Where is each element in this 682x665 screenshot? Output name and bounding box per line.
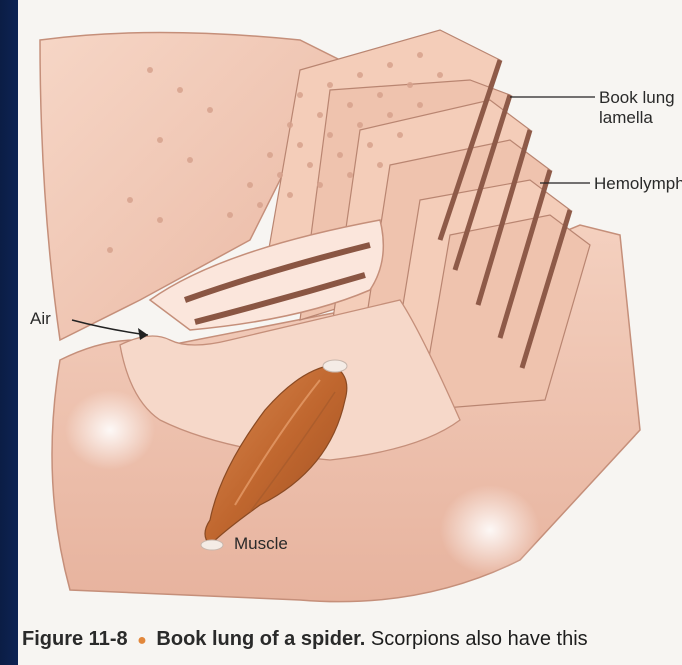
caption-text: Scorpions also have this [371,628,588,650]
caption-figure-number: Figure 11-8 [22,628,128,650]
figure-caption: Figure 11-8 ● Book lung of a spider. Sco… [22,628,682,656]
label-hemolymph: Hemolymph [594,174,682,194]
label-air: Air [30,309,51,329]
caption-bullet-icon: ● [133,632,151,649]
highlight-right [440,485,540,575]
caption-title: Book lung of a spider. [156,628,365,650]
label-book-lung: Book lung [599,88,675,108]
label-lamella: lamella [599,108,653,128]
label-muscle: Muscle [234,534,288,554]
highlight-left [65,390,155,470]
